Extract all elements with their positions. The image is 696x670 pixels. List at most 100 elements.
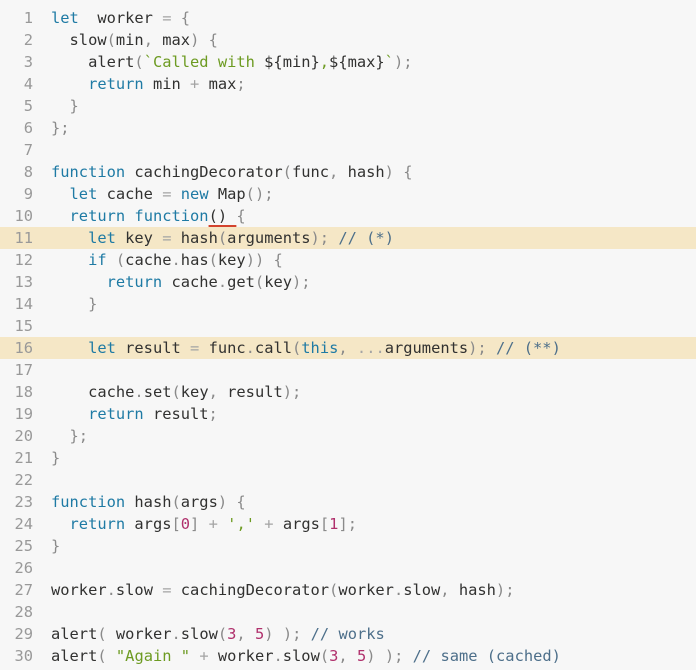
code-token: } (51, 449, 61, 467)
code-token: ... (356, 339, 385, 357)
line-number: 25 (14, 537, 33, 555)
code-token: alert (51, 625, 98, 643)
line-number: 14 (14, 295, 33, 313)
code-token: ( (97, 647, 107, 665)
code-token: ( (208, 251, 218, 269)
code-token (190, 647, 199, 665)
code-token: let (51, 9, 79, 27)
code-line[interactable]: 2 slow(min, max) { (0, 29, 696, 51)
code-token: ( (97, 625, 107, 643)
line-number: 26 (14, 559, 33, 577)
code-token: key (180, 383, 209, 401)
code-line[interactable]: 12 if (cache.has(key)) { (0, 249, 696, 271)
code-token: ( (171, 493, 181, 511)
code-token: min (143, 75, 191, 93)
code-line[interactable]: 14 } (0, 293, 696, 315)
code-token: let (51, 185, 98, 203)
line-number: 13 (14, 273, 33, 291)
line-number: 29 (14, 625, 33, 643)
code-line[interactable]: 26 (0, 557, 696, 579)
code-line[interactable]: 19 return result; (0, 403, 696, 425)
code-token (348, 647, 357, 665)
code-line[interactable]: 18 cache.set(key, result); (0, 381, 696, 403)
code-text: slow(min, max) { (51, 29, 218, 51)
code-text: let key = hash(arguments); // (*) (51, 227, 394, 249)
code-token: ) (190, 31, 200, 49)
code-token: ( (292, 339, 302, 357)
line-number: 19 (14, 405, 33, 423)
code-token: . (106, 581, 116, 599)
code-line[interactable]: 28 (0, 601, 696, 623)
code-token: [ (171, 515, 181, 533)
code-token: ( (319, 647, 330, 665)
code-token: max (152, 31, 191, 49)
code-line[interactable]: 25} (0, 535, 696, 557)
code-line[interactable]: 15 (0, 315, 696, 337)
code-line[interactable]: 4 return min + max; (0, 73, 696, 95)
code-line[interactable]: 9 let cache = new Map(); (0, 183, 696, 205)
code-token: new (180, 185, 209, 203)
code-token: 3 (329, 647, 339, 665)
code-token: return (51, 515, 126, 533)
code-token: (); (245, 185, 274, 203)
line-number: 30 (14, 647, 33, 665)
code-token: ); (310, 229, 330, 247)
code-token: // same (cached) (412, 647, 561, 665)
code-line-highlighted[interactable]: 11 let key = hash(arguments); // (*) (0, 227, 696, 249)
code-line[interactable]: 20 }; (0, 425, 696, 447)
code-token (348, 339, 357, 357)
code-token: , (319, 53, 330, 71)
line-number: 27 (14, 581, 33, 599)
code-token: args (125, 515, 172, 533)
code-token (376, 647, 385, 665)
code-token: ); (282, 625, 302, 643)
code-line-highlighted[interactable]: 16 let result = func.call(this, ...argum… (0, 337, 696, 359)
code-text: } (51, 447, 60, 469)
code-token: ) (366, 647, 376, 665)
code-token (274, 625, 283, 643)
code-token: ); (384, 647, 404, 665)
code-line[interactable]: 22 (0, 469, 696, 491)
code-line[interactable]: 17 (0, 359, 696, 381)
code-token: }; (51, 427, 89, 445)
code-token: worker (338, 581, 394, 599)
code-line[interactable]: 3 alert(`Called with ${min},${max}`); (0, 51, 696, 73)
code-token: = (162, 185, 172, 203)
code-token: ); (292, 273, 311, 291)
code-token: 5 (356, 647, 367, 665)
code-line[interactable]: 13 return cache.get(key); (0, 271, 696, 293)
code-token: ( (217, 625, 228, 643)
code-token: func (199, 339, 246, 357)
code-token: key (264, 273, 292, 291)
code-token: ; (208, 405, 218, 423)
line-number: 10 (14, 207, 33, 225)
code-line[interactable]: 24 return args[0] + ',' + args[1]; (0, 513, 696, 535)
code-token: slow (282, 647, 320, 665)
code-line[interactable]: 21} (0, 447, 696, 469)
code-line[interactable]: 5 } (0, 95, 696, 117)
code-token: // (**) (495, 339, 561, 357)
code-text: function cachingDecorator(func, hash) { (51, 161, 413, 183)
code-token: + (208, 515, 218, 533)
code-token (218, 515, 227, 533)
code-token: ); (282, 383, 302, 401)
code-text: }; (51, 425, 89, 447)
code-token: worker (51, 581, 107, 599)
code-text: alert(`Called with ${min},${max}`); (51, 51, 412, 73)
code-token: ] (190, 515, 200, 533)
code-line[interactable]: 10 return function() { (0, 205, 696, 227)
code-token: hash (338, 163, 385, 181)
code-token: . (171, 625, 181, 643)
code-token: = (162, 581, 172, 599)
code-text: let result = func.call(this, ...argument… (51, 337, 561, 359)
code-line[interactable]: 6}; (0, 117, 696, 139)
code-line[interactable]: 7 (0, 139, 696, 161)
code-token (172, 9, 181, 27)
